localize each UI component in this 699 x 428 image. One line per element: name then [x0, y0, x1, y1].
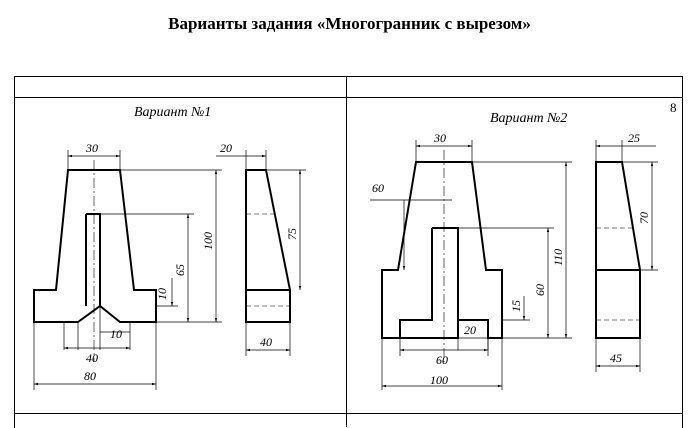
variant1-side-view — [245, 169, 291, 323]
v2-dim-side-top: 25 — [628, 131, 640, 145]
v1-dim-base-width: 80 — [84, 369, 96, 383]
v1-dim-side-top: 20 — [220, 141, 232, 155]
variant1-front-view — [33, 169, 157, 323]
v2-dim-step-width: 20 — [464, 323, 476, 337]
v2-dim-side-height: 70 — [637, 212, 651, 224]
v2-dim-slot-width: 60 — [436, 353, 448, 367]
v2-dim-top-width: 30 — [433, 131, 446, 145]
v1-dim-ledge: 10 — [155, 288, 169, 300]
v2-dim-base-width: 100 — [430, 373, 448, 387]
v2-dim-step: 15 — [509, 300, 523, 312]
v1-dim-side-base: 40 — [260, 335, 272, 349]
v1-dim-top-width: 30 — [85, 141, 98, 155]
v2-dim-height-total: 110 — [551, 249, 565, 266]
variant2-drawing: Вариант №2 30 60 110 60 15 20 60 100 — [370, 111, 658, 390]
v2-dim-offset: 60 — [372, 181, 384, 195]
v1-dim-notch: 10 — [110, 327, 122, 341]
variant2-title: Вариант №2 — [490, 111, 567, 126]
v2-dim-slot-height: 60 — [533, 284, 547, 296]
v2-dim-side-base: 45 — [610, 351, 622, 365]
table-row-divider — [14, 413, 683, 414]
table-column-divider — [346, 76, 347, 427]
v1-dim-slot-height: 65 — [173, 264, 187, 276]
v1-dim-slot-width: 40 — [86, 351, 98, 365]
v1-dim-height-total: 100 — [201, 232, 215, 250]
variant1-drawing: Вариант №1 30 100 65 10 10 40 80 — [33, 105, 306, 390]
v1-dim-side-height: 75 — [285, 228, 299, 240]
document-title: Варианты задания «Многогранник с вырезом… — [168, 14, 531, 33]
variant2-side-view — [595, 161, 641, 339]
variant2-front-view — [381, 161, 503, 339]
table-header-row-divider — [14, 97, 683, 98]
page-number: 8 — [670, 100, 677, 115]
variants-table — [14, 76, 683, 428]
variant1-title: Вариант №1 — [134, 105, 211, 120]
